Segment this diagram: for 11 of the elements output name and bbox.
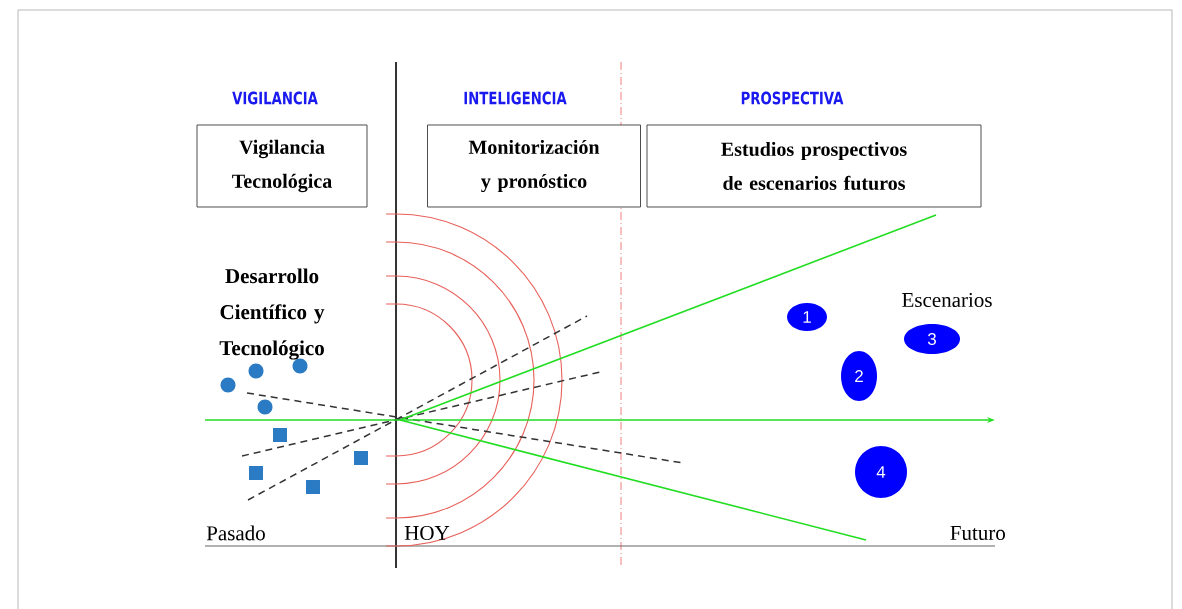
text-box: Monitorización y pronóstico bbox=[427, 124, 641, 208]
section-heading: INTELIGENCIA bbox=[464, 91, 567, 105]
side-label: Desarrollo Científico y Tecnológico bbox=[219, 268, 325, 360]
text-box: Vigilancia Tecnológica bbox=[196, 124, 368, 208]
axis-label: Pasado bbox=[206, 525, 265, 541]
section-heading: PROSPECTIVA bbox=[741, 91, 844, 105]
axis-label: HOY bbox=[404, 525, 450, 541]
label: Escenarios bbox=[902, 292, 992, 308]
section-heading: VIGILANCIA bbox=[232, 91, 318, 105]
text-box: Estudios prospectivos de escenarios futuros bbox=[646, 124, 982, 208]
axis-label: Futuro bbox=[950, 526, 1005, 540]
